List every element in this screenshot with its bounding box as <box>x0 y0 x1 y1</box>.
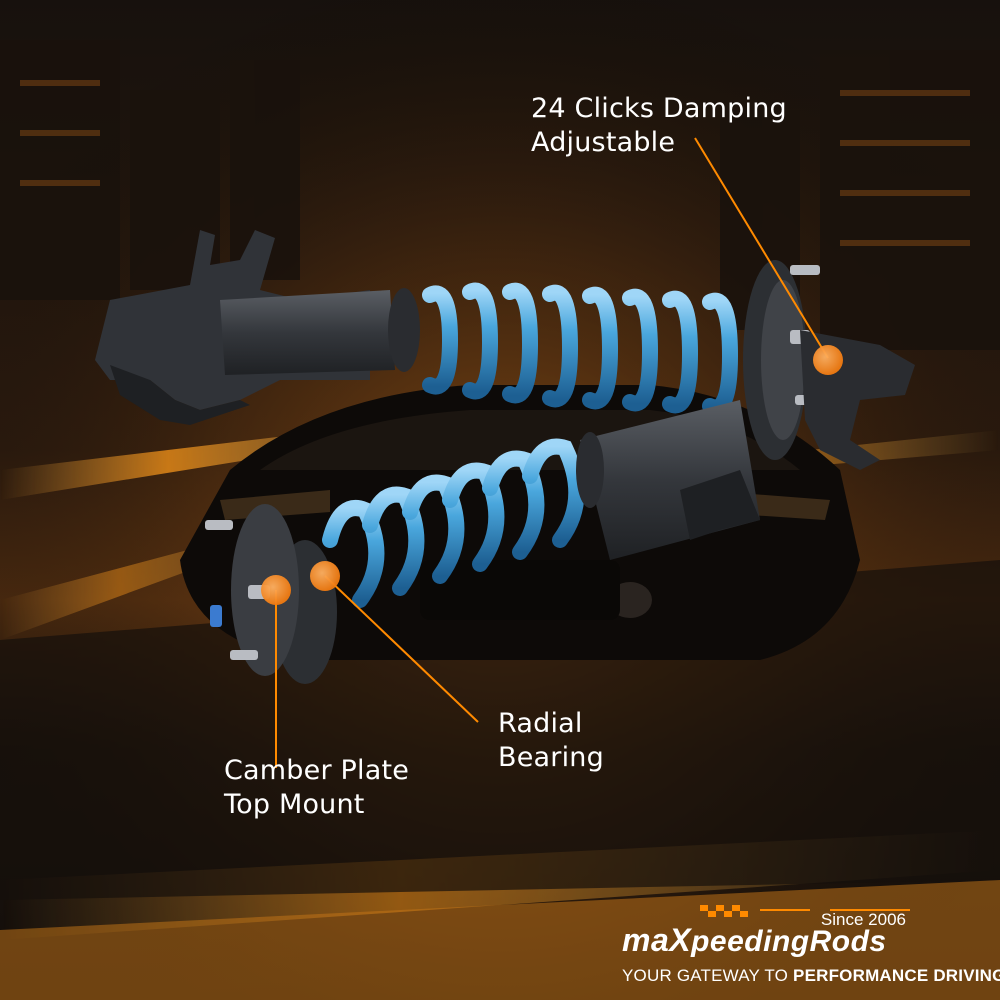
brand-logo: Since 2006 maXpeedingRods YOUR GATEWAY T… <box>618 908 1000 988</box>
brand-tagline: YOUR GATEWAY TO PERFORMANCE DRIVING <box>622 966 1000 986</box>
callout-damping-line1: 24 Clicks Damping <box>531 93 787 124</box>
wordmark-part1: maX <box>622 922 692 958</box>
callout-damping-line2: Adjustable <box>531 127 676 158</box>
callout-bearing: Radial Bearing <box>498 707 604 775</box>
tagline-prefix: YOUR GATEWAY TO <box>622 966 794 985</box>
tagline-bold: PERFORMANCE DRIVING <box>793 966 1000 985</box>
lower-coilover <box>205 400 760 684</box>
since-label: Since 2006 <box>820 910 906 929</box>
callout-bearing-line2: Bearing <box>498 742 604 773</box>
checkered-flag-icon <box>700 905 910 917</box>
brand-wordmark: maXpeedingRods <box>622 922 887 959</box>
callout-camber-line1: Camber Plate <box>224 755 410 786</box>
callout-camber: Camber Plate Top Mount <box>224 754 409 822</box>
upper-coilover <box>95 230 915 470</box>
callout-bearing-line1: Radial <box>498 708 583 739</box>
wordmark-part2: peedingRods <box>691 925 887 958</box>
callout-markers <box>261 137 843 768</box>
callout-camber-line2: Top Mount <box>224 789 365 820</box>
callout-damping: 24 Clicks Damping Adjustable <box>531 92 787 160</box>
